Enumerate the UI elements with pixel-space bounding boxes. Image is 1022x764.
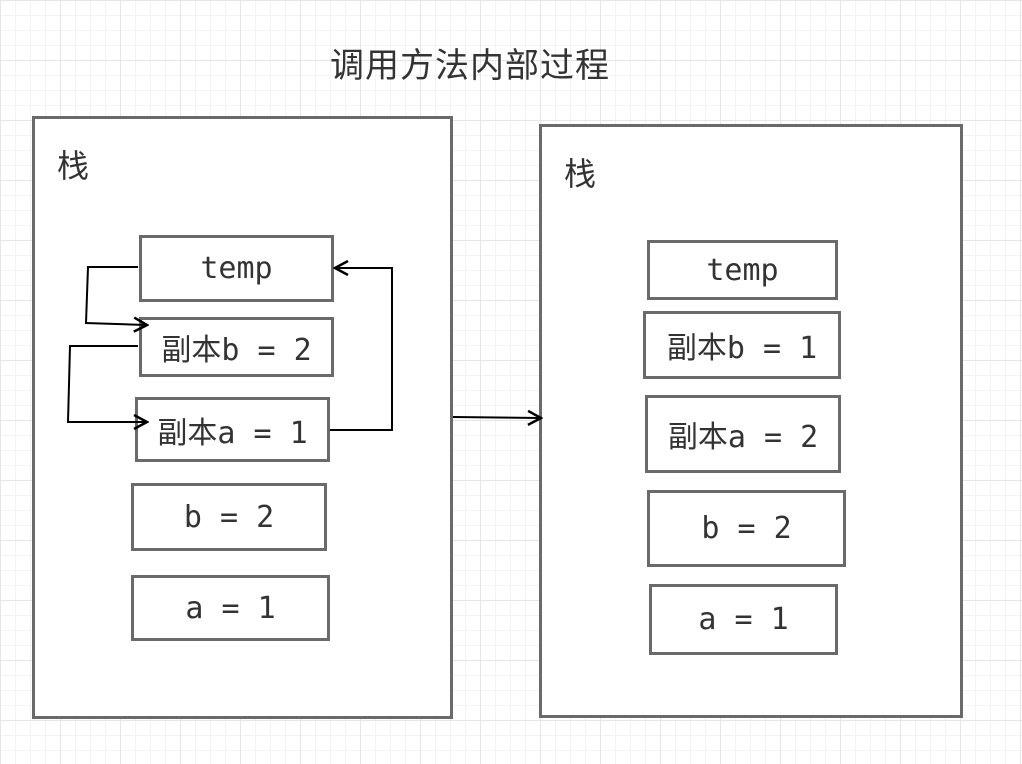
left-a-cell: a = 1 [131,575,330,641]
right-copy-a-cell: 副本a = 2 [645,395,841,473]
left-b-cell: b = 2 [131,483,327,551]
arrow-left-to-right-stack [452,417,540,418]
right-copy-b-cell: 副本b = 1 [643,311,841,379]
left-stack-label: 栈 [57,147,90,185]
left-temp-cell: temp [139,235,334,302]
right-temp-cell: temp [647,240,838,300]
diagram-title: 调用方法内部过程 [330,46,610,86]
left-copy-b-cell: 副本b = 2 [139,317,334,377]
right-b-cell: b = 2 [647,490,846,567]
right-a-cell: a = 1 [649,584,838,655]
left-copy-a-cell: 副本a = 1 [135,397,330,462]
right-stack-label: 栈 [564,155,597,193]
